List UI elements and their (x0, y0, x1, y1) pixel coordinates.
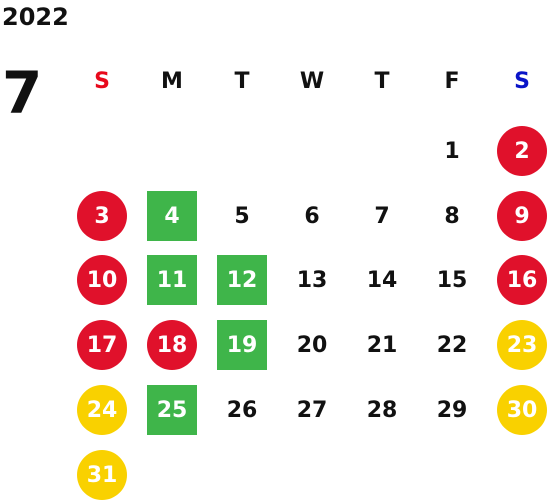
calendar-day[interactable]: 16 (497, 255, 547, 305)
calendar-day[interactable]: 11 (147, 255, 197, 305)
calendar-day[interactable]: 17 (77, 320, 127, 370)
calendar-day[interactable]: 18 (147, 320, 197, 370)
calendar-day[interactable]: 10 (77, 255, 127, 305)
calendar-day[interactable]: 20 (296, 332, 328, 358)
weekday-header: T (374, 68, 390, 94)
calendar-day[interactable]: 12 (217, 255, 267, 305)
calendar-day[interactable]: 31 (77, 450, 127, 500)
calendar-day[interactable]: 6 (304, 203, 320, 229)
calendar-day[interactable]: 14 (366, 267, 398, 293)
calendar-day[interactable]: 8 (444, 203, 460, 229)
weekday-header: F (444, 68, 460, 94)
calendar-year: 2022 (2, 3, 69, 31)
calendar-day[interactable]: 9 (497, 191, 547, 241)
calendar-day[interactable]: 29 (436, 397, 468, 423)
weekday-header: S (94, 68, 110, 94)
calendar-day[interactable]: 7 (374, 203, 390, 229)
calendar-day[interactable]: 30 (497, 385, 547, 435)
calendar-day[interactable]: 28 (366, 397, 398, 423)
calendar-day[interactable]: 21 (366, 332, 398, 358)
calendar-day[interactable]: 2 (497, 126, 547, 176)
calendar-day[interactable]: 26 (226, 397, 258, 423)
calendar-day[interactable]: 13 (296, 267, 328, 293)
calendar-day[interactable]: 3 (77, 191, 127, 241)
weekday-header: M (161, 68, 183, 94)
calendar-day[interactable]: 22 (436, 332, 468, 358)
calendar-day[interactable]: 23 (497, 320, 547, 370)
calendar-day[interactable]: 24 (77, 385, 127, 435)
calendar-day[interactable]: 1 (444, 138, 460, 164)
calendar-day[interactable]: 5 (234, 203, 250, 229)
calendar-month: 7 (2, 59, 43, 127)
weekday-header: S (514, 68, 530, 94)
weekday-header: W (299, 68, 325, 94)
calendar-day[interactable]: 27 (296, 397, 328, 423)
weekday-header: T (234, 68, 250, 94)
calendar-day[interactable]: 19 (217, 320, 267, 370)
calendar-day[interactable]: 15 (436, 267, 468, 293)
calendar-day[interactable]: 25 (147, 385, 197, 435)
calendar-day[interactable]: 4 (147, 191, 197, 241)
